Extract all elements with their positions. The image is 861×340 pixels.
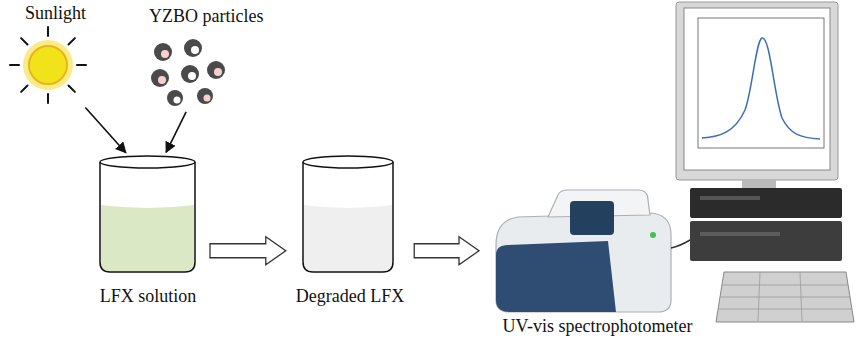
beaker-node: LFX solution xyxy=(92,155,204,307)
monitor-screen xyxy=(684,8,830,170)
computer-unit xyxy=(690,221,842,261)
monitor-frame xyxy=(676,2,838,180)
particle xyxy=(207,61,225,79)
beaker-node: Degraded LFX xyxy=(292,155,408,307)
particle xyxy=(154,43,172,61)
computer-icon xyxy=(676,2,854,322)
sun-glow xyxy=(23,40,73,90)
beaker-icon xyxy=(303,156,393,272)
particle-core xyxy=(214,68,222,76)
beaker-rim xyxy=(100,156,195,168)
arrow-line xyxy=(85,107,126,152)
node-label: LFX solution xyxy=(100,285,197,307)
sun-ray xyxy=(47,27,49,36)
keyboard xyxy=(716,272,854,322)
particle-core xyxy=(188,72,196,80)
node-label: YZBO particles xyxy=(149,5,263,27)
particle xyxy=(181,65,199,83)
computer-unit xyxy=(690,188,842,218)
cable xyxy=(671,240,690,248)
instrument-panel xyxy=(496,241,616,312)
key-column xyxy=(758,272,760,322)
sun-core xyxy=(29,46,67,84)
beaker-liquid xyxy=(304,205,392,271)
node-label: Sunlight xyxy=(25,2,86,24)
drive-slot xyxy=(700,196,760,200)
particles-node: YZBO particles xyxy=(145,5,285,110)
key-column xyxy=(800,272,802,322)
sun-ray xyxy=(21,86,27,92)
sun-ray xyxy=(21,38,27,44)
sun-rays xyxy=(10,27,86,103)
beaker-rim xyxy=(303,156,393,168)
beaker-wall xyxy=(303,162,393,272)
block-arrow xyxy=(210,237,286,265)
drive-slot xyxy=(700,232,780,236)
node-label: Degraded LFX xyxy=(296,285,404,307)
monitor-stand xyxy=(742,180,776,188)
particle-core xyxy=(161,50,169,58)
keyboard-keys xyxy=(718,272,852,322)
sun-ray xyxy=(69,38,75,44)
particle xyxy=(151,69,169,87)
sun-icon xyxy=(10,27,86,103)
particle xyxy=(197,88,213,104)
particle-core xyxy=(204,95,211,102)
arrow-line xyxy=(166,112,186,153)
key-row xyxy=(722,285,848,286)
indicator-light xyxy=(650,232,656,238)
sample-compartment xyxy=(570,201,614,235)
block-arrow xyxy=(414,237,479,265)
node-label: UV-vis spectrophotometer xyxy=(503,315,693,337)
particle xyxy=(167,90,183,106)
spectrophotometer-icon xyxy=(496,190,671,312)
sun-ray xyxy=(77,64,86,66)
beaker-icon xyxy=(100,156,195,272)
particle-core xyxy=(158,76,166,84)
particles-icon xyxy=(151,39,225,106)
key-row xyxy=(718,309,852,310)
particle-core xyxy=(174,97,181,104)
instrument-node: UV-vis spectrophotometer xyxy=(485,175,710,337)
spectrum-curve xyxy=(702,38,820,139)
key-row xyxy=(720,297,850,298)
sun-ray xyxy=(69,86,75,92)
sun-ray xyxy=(10,64,19,66)
sun-node: Sunlight xyxy=(8,2,103,106)
beaker-liquid xyxy=(101,205,194,271)
sun-ray xyxy=(47,94,49,103)
chart-frame xyxy=(698,18,824,148)
beaker-wall xyxy=(100,162,195,272)
particle-core xyxy=(191,46,199,54)
particle xyxy=(184,39,202,57)
